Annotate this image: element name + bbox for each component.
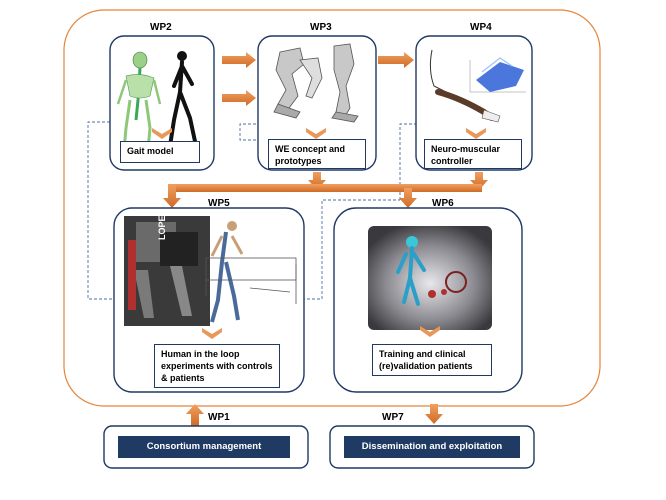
wp3-caption: WE concept and prototypes [268,139,366,169]
wp6-caption: Training and clinical (re)validation pat… [372,344,492,376]
gait-model-figure [116,51,198,151]
chevrons-bottom [202,326,440,339]
neuromuscular-controller-figure [429,49,526,123]
feedback-lines [87,121,416,300]
wp1-up-arrow [186,404,204,426]
wp6-title: WP6 [432,198,454,209]
lopes-robot-text: LOPES [157,209,167,240]
wp5-title: WP5 [208,198,230,209]
consortium-management-bar: Consortium management [118,436,290,458]
wp7-down-arrow [425,404,443,424]
dissemination-bar: Dissemination and exploitation [344,436,520,458]
wp2-title: WP2 [150,22,172,33]
wp7-title: WP7 [382,412,404,423]
wp2-caption: Gait model [120,141,200,163]
distribution-bar [168,184,482,192]
wp2-to-wp3-arrows [222,52,256,106]
chevrons-top [152,128,486,139]
wp2-box [109,35,215,171]
project-boundary [63,9,601,407]
wp4-title: WP4 [470,22,492,33]
wp1-title: WP1 [208,412,230,423]
wp3-title: WP3 [310,22,332,33]
treadmill-model-figure [205,221,297,323]
down-arrows-mid [163,184,417,208]
wp3-to-wp4-arrow [378,52,414,68]
down-arrows-top [308,172,488,190]
wp4-caption: Neuro-muscular controller [424,139,522,169]
exoskeleton-concept-figure [273,43,359,123]
lopes-robot-photo [124,216,210,326]
clinical-training-scene [368,226,492,330]
wp5-caption: Human in the loop experiments with contr… [154,344,280,388]
